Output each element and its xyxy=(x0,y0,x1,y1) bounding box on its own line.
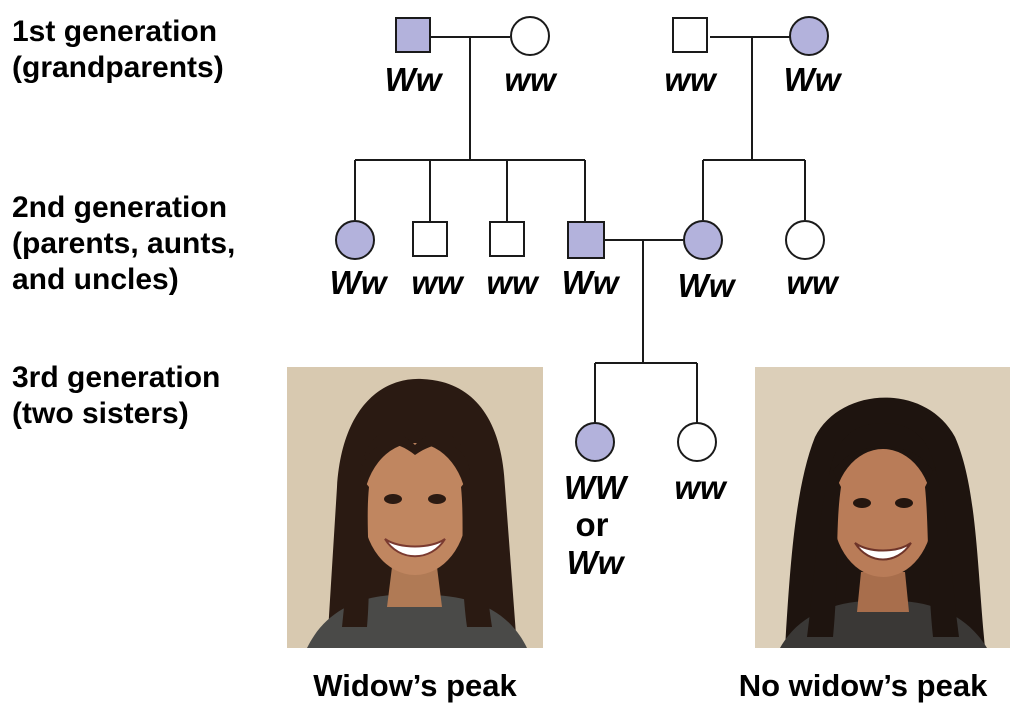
photo-widows-peak xyxy=(287,367,543,648)
genotype-gen3-right: ww xyxy=(674,469,726,506)
gen2-uncle-unaffected-square-2 xyxy=(489,221,525,257)
generation-2-subtitle: (parents, aunts, xyxy=(12,227,236,260)
gen2-mother-affected-circle xyxy=(683,220,723,260)
caption-widows-peak: Widow’s peak xyxy=(313,668,517,703)
gen2-aunt-affected-circle xyxy=(335,220,375,260)
gen1-grandfather-affected-square xyxy=(395,17,431,53)
generation-label-3: 3rd generation (two sisters) xyxy=(12,360,220,432)
genotype-gen3-left-bottom: Ww xyxy=(566,544,624,581)
genotype-gen2-2: ww xyxy=(411,264,463,301)
generation-3-subtitle: (two sisters) xyxy=(12,397,189,430)
genotype-gen1-4: Ww xyxy=(783,61,841,98)
generation-label-2: 2nd generation (parents, aunts, and uncl… xyxy=(12,190,235,298)
gen1-grandmother-unaffected-circle xyxy=(510,16,550,56)
gen3-sister-unaffected-circle xyxy=(677,422,717,462)
genotype-gen2-5: Ww xyxy=(677,267,735,304)
portrait-illustration-left xyxy=(287,367,543,648)
generation-1-title: 1st generation xyxy=(12,15,218,48)
generation-2-subtitle-cont: and uncles) xyxy=(12,263,179,296)
genotype-gen3-or: or xyxy=(575,506,609,543)
photo-no-widows-peak xyxy=(755,367,1010,648)
genotype-gen1-1: Ww xyxy=(384,61,442,98)
genotype-gen2-4: Ww xyxy=(561,264,619,301)
gen1-grandmother-affected-circle xyxy=(789,16,829,56)
generation-2-title: 2nd generation xyxy=(12,191,228,224)
generation-1-subtitle: (grandparents) xyxy=(12,51,224,84)
pedigree-lines xyxy=(354,36,806,423)
gen2-father-affected-square xyxy=(567,221,605,259)
gen1-grandfather-unaffected-square xyxy=(672,17,708,53)
portrait-illustration-right xyxy=(755,367,1010,648)
genotype-gen1-2: ww xyxy=(504,61,556,98)
gen3-sister-affected-circle xyxy=(575,422,615,462)
gen2-aunt-unaffected-circle xyxy=(785,220,825,260)
genotype-gen2-1: Ww xyxy=(329,264,387,301)
genotype-gen1-3: ww xyxy=(664,61,716,98)
generation-label-1: 1st generation (grandparents) xyxy=(12,14,224,86)
genotype-gen2-3: ww xyxy=(486,264,538,301)
caption-no-widows-peak: No widow’s peak xyxy=(738,668,988,703)
generation-3-title: 3rd generation xyxy=(12,361,221,394)
genotype-gen2-6: ww xyxy=(786,264,838,301)
genotype-gen3-left-top: WW xyxy=(563,469,627,506)
gen2-uncle-unaffected-square-1 xyxy=(412,221,448,257)
